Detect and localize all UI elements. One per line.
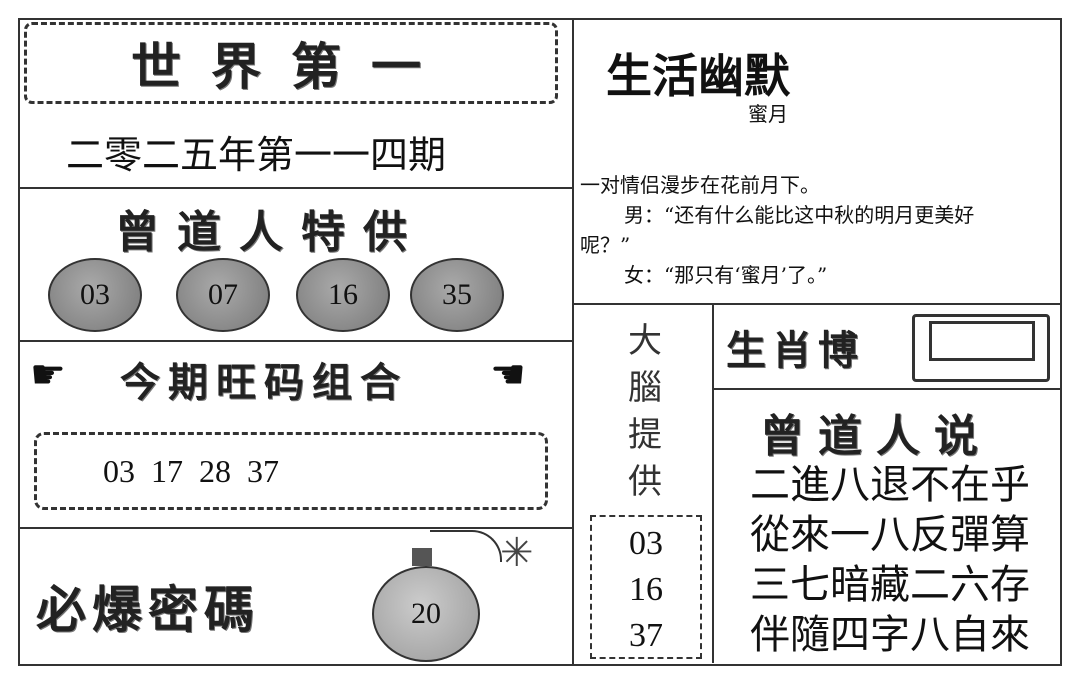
issue-number: 二零二五年第一一四期 <box>66 133 447 177</box>
divider <box>712 303 714 663</box>
heading-char: 大 <box>628 321 662 361</box>
poem-line: 二進八退不在乎 <box>750 462 1030 508</box>
number-ball: 07 <box>176 258 270 332</box>
humor-heading: 生活幽默 <box>606 49 790 103</box>
ball-number: 03 <box>80 278 110 311</box>
master-number: 03 <box>629 525 663 562</box>
bomb-fuse-cap <box>412 548 432 566</box>
divider <box>572 18 574 664</box>
number-ball: 03 <box>48 258 142 332</box>
pointing-hand-left-icon: ☚ <box>490 352 526 398</box>
secret-heading: 必爆密碼 <box>36 581 260 639</box>
master-heading: 大 腦 提 供 <box>610 318 680 506</box>
poem-line: 伴隨四字八自來 <box>750 612 1030 658</box>
ball-number: 35 <box>442 278 472 311</box>
poem: 二進八退不在乎 從來一八反彈算 三七暗藏二六存 伴隨四字八自來 <box>750 460 1030 660</box>
computer-icon <box>912 314 1050 382</box>
combo-numbers: 03 17 28 37 <box>103 452 279 489</box>
master-number: 37 <box>629 617 663 654</box>
ball-number: 07 <box>208 278 238 311</box>
special-heading: 曾道人特供 <box>115 207 425 258</box>
zodiac-heading: 生肖博 <box>726 328 864 374</box>
story-line: 呢？” <box>580 233 631 257</box>
humor-subtitle: 蜜月 <box>748 102 788 126</box>
number-ball: 35 <box>410 258 504 332</box>
story-line: 男：“还有什么能比这中秋的明月更美好 <box>624 203 975 227</box>
poem-line: 從來一八反彈算 <box>750 512 1030 558</box>
divider <box>18 340 573 342</box>
humor-story: 一对情侣漫步在花前月下。 男：“还有什么能比这中秋的明月更美好 呢？” 女：“那… <box>580 170 1050 290</box>
secret-number: 20 <box>411 597 441 630</box>
bomb-icon: 20 <box>372 566 480 662</box>
divider <box>18 527 573 529</box>
spark-icon: ✳ <box>500 530 534 576</box>
heading-char: 提 <box>628 415 662 455</box>
poem-line: 三七暗藏二六存 <box>750 562 1030 608</box>
divider <box>712 388 1060 390</box>
story-line: 一对情侣漫步在花前月下。 <box>580 173 820 197</box>
combo-heading: 今期旺码组合 <box>120 360 408 406</box>
master-numbers-box: 03 16 37 <box>590 515 702 659</box>
combo-box: 03 17 28 37 <box>34 432 548 510</box>
master-number: 16 <box>629 571 663 608</box>
ball-number: 16 <box>328 278 358 311</box>
heading-char: 腦 <box>628 368 662 408</box>
poem-heading: 曾道人说 <box>760 411 992 462</box>
title-box: 世界第一 <box>24 22 558 104</box>
pointing-hand-right-icon: ☛ <box>30 352 66 398</box>
number-ball: 16 <box>296 258 390 332</box>
story-line: 女：“那只有‘蜜月’了。” <box>624 263 828 287</box>
divider <box>18 187 573 189</box>
divider <box>572 303 1060 305</box>
page-title: 世界第一 <box>131 38 451 96</box>
outer-border <box>18 18 1062 666</box>
heading-char: 供 <box>628 462 662 502</box>
